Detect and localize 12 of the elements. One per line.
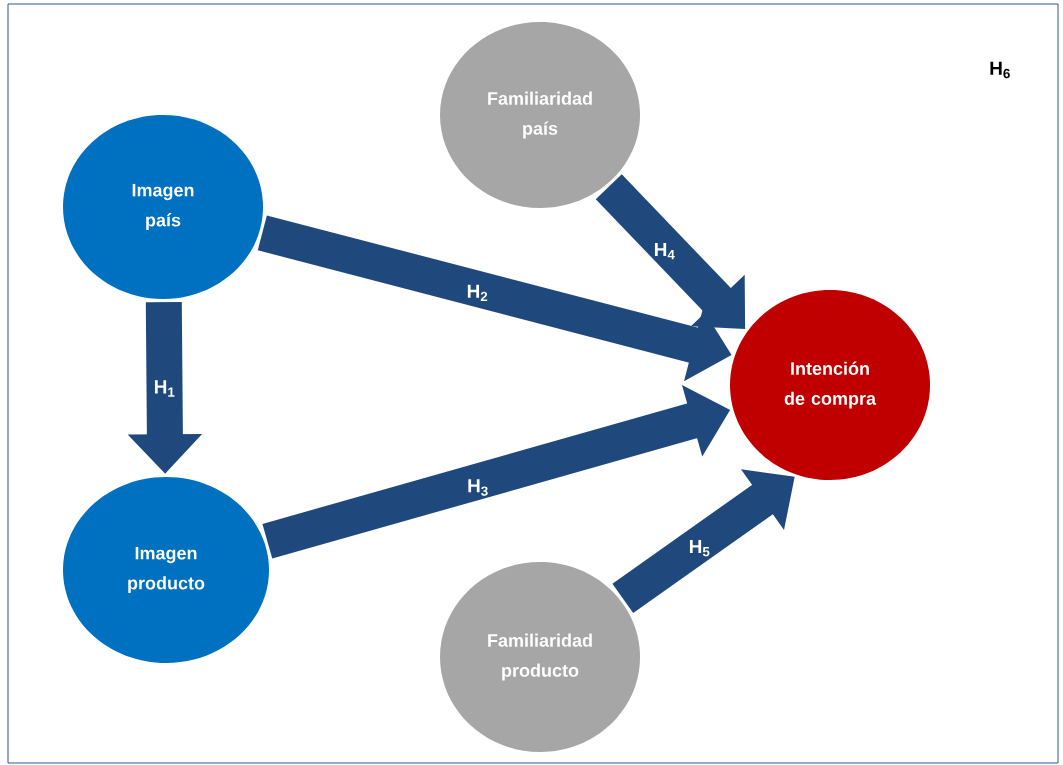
- circle-node: Intención de compra: [730, 290, 930, 480]
- circle-node: Imagen país: [63, 115, 263, 299]
- hypothesis-label: H$_{6}$: [990, 61, 1010, 79]
- circle-node: Imagen producto: [63, 477, 269, 663]
- circle-node: Familiaridad país: [440, 22, 640, 208]
- edge-label: H$_{5}$: [689, 539, 710, 557]
- edge-label: H$_{2}$: [467, 284, 488, 302]
- edge-label: H$_{3}$: [468, 479, 488, 496]
- circle-node: Familiaridad producto: [440, 562, 640, 752]
- edge-label: H$_{1}$: [154, 380, 175, 397]
- edge-label: H$_{4}$: [655, 242, 675, 260]
- block-arrow: [595, 174, 746, 329]
